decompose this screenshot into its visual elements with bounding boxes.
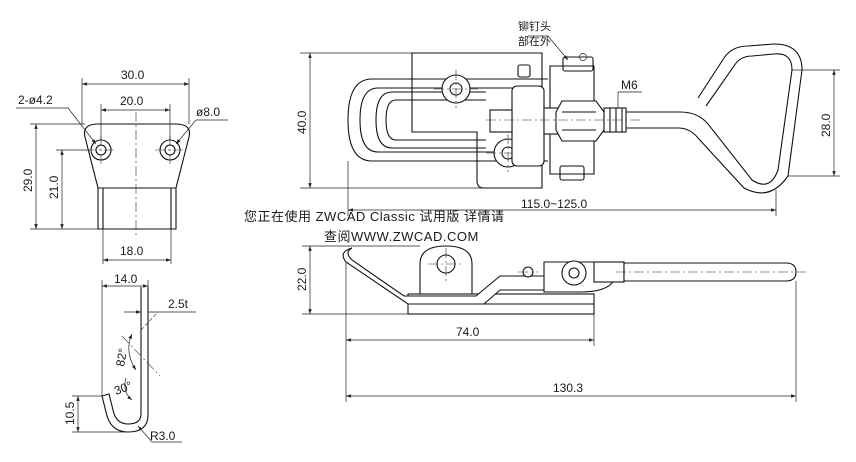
dim-width-bottom: 18.0 [120, 244, 144, 258]
side-view: 14.0 2.5t 82° 30° 10.5 R3.0 [63, 272, 196, 443]
dim-angle-upper: 82° [113, 347, 130, 367]
front-view: 30.0 20.0 2-ø4.2 ø8.0 29.0 21.0 18.0 [16, 68, 228, 264]
dim-thread: M6 [621, 78, 638, 92]
dim-width-holes: 20.0 [120, 94, 144, 108]
dim-height-hook: 10.5 [63, 401, 77, 425]
dim-width-top: 14.0 [114, 272, 138, 286]
watermark-line2: 查阅WWW.ZWCAD.COM [324, 229, 479, 244]
dim-length-base: 74.0 [456, 325, 480, 339]
front-plate-outline [83, 123, 191, 230]
dim-elevation-height: 22.0 [295, 267, 309, 291]
dim-radius: R3.0 [150, 429, 176, 443]
dim-width-outer: 30.0 [121, 68, 145, 82]
top-view: 40.0 28.0 M6 115.0~125.0 铆钉头 部在外 [295, 19, 840, 216]
watermark-line1: 您正在使用 ZWCAD Classic 试用版 详情请 [244, 209, 505, 224]
elevation-view: 22.0 74.0 130.3 [295, 245, 806, 402]
dim-height-loop: 28.0 [819, 113, 833, 137]
outer-loop [347, 78, 548, 162]
dim-length-range: 115.0~125.0 [521, 197, 588, 211]
clamp-block [511, 85, 545, 167]
dim-height-inner: 21.0 [47, 175, 61, 199]
dim-thickness: 2.5t [168, 297, 189, 311]
dim-hole-right: ø8.0 [196, 105, 220, 119]
hex-nut [555, 100, 605, 142]
note-rivet-line1: 铆钉头 [518, 19, 551, 33]
dim-height-total: 29.0 [21, 168, 35, 192]
note-rivet-line2: 部在外 [518, 34, 551, 48]
wire-hook [626, 53, 793, 185]
dim-length-total: 130.3 [553, 381, 583, 395]
dim-angle-lower: 30° [112, 378, 134, 397]
base-plate [411, 52, 543, 189]
dim-holes-left: 2-ø4.2 [18, 93, 53, 107]
dim-height-overall: 40.0 [295, 110, 309, 134]
